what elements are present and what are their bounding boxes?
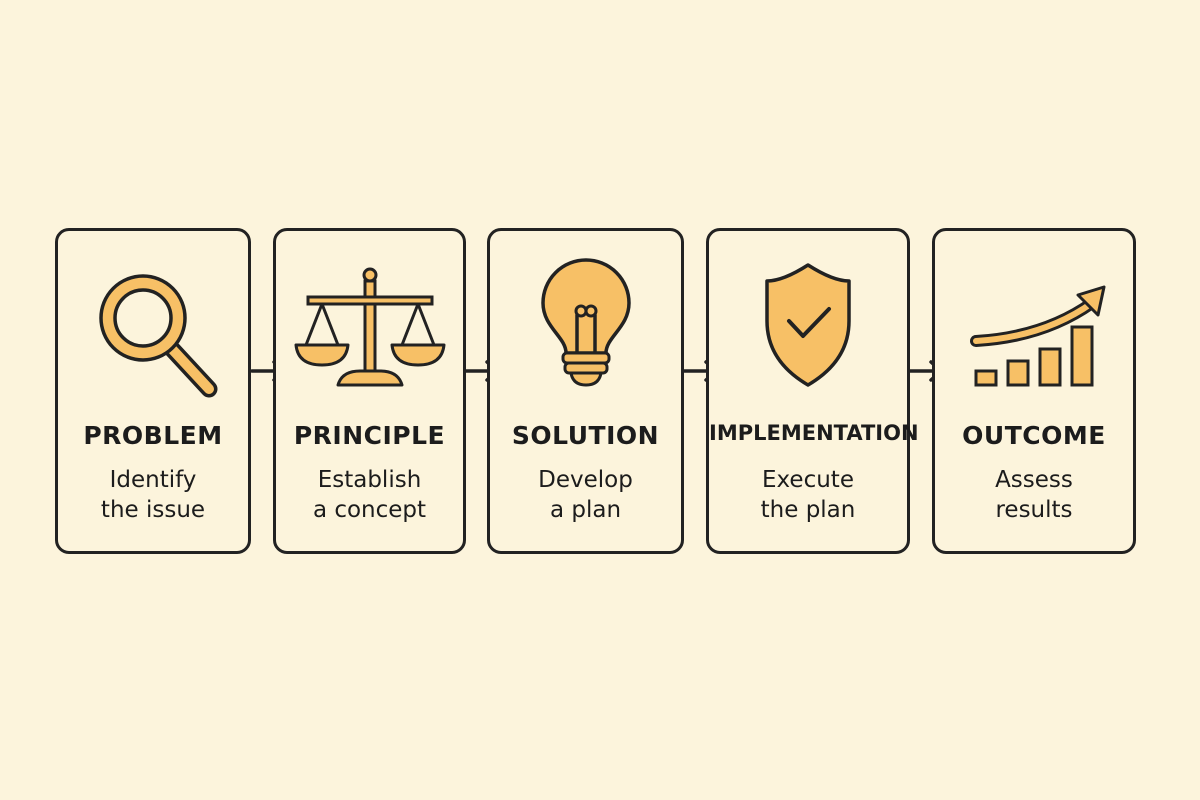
step-description-line: results <box>995 497 1073 523</box>
step-card-implementation: IMPLEMENTATION Execute the plan <box>706 228 919 554</box>
step-card-problem: PROBLEM Identify the issue <box>55 228 251 554</box>
step-description: Execute the plan <box>709 465 907 525</box>
magnifying-glass-icon <box>58 253 248 403</box>
growth-chart-icon <box>935 253 1133 403</box>
step-description-line: Develop <box>538 467 633 493</box>
shield-check-icon <box>709 253 907 403</box>
step-card-principle: PRINCIPLE Establish a concept <box>273 228 466 554</box>
step-card-outcome: OUTCOME Assess results <box>932 228 1136 554</box>
step-description-line: Execute <box>762 467 854 493</box>
step-card-solution: SOLUTION Develop a plan <box>487 228 684 554</box>
step-description: Establish a concept <box>276 465 463 525</box>
lightbulb-icon <box>490 253 681 403</box>
step-title: PROBLEM <box>83 421 223 450</box>
step-title: OUTCOME <box>962 421 1106 450</box>
step-description-line: Establish <box>317 467 422 493</box>
step-description-line: Assess <box>995 467 1073 493</box>
step-description: Assess results <box>935 465 1133 525</box>
step-description: Identify the issue <box>58 465 248 525</box>
step-title: SOLUTION <box>511 421 660 450</box>
scales-icon <box>276 253 463 403</box>
step-description-line: Identify <box>109 467 197 493</box>
step-description: Develop a plan <box>490 465 681 525</box>
step-title: IMPLEMENTATION <box>709 421 919 445</box>
step-description-line: a plan <box>549 497 622 523</box>
step-description-line: the issue <box>100 497 206 523</box>
step-description-line: a concept <box>312 497 427 523</box>
step-description-line: the plan <box>760 497 856 523</box>
step-title: PRINCIPLE <box>293 421 446 450</box>
